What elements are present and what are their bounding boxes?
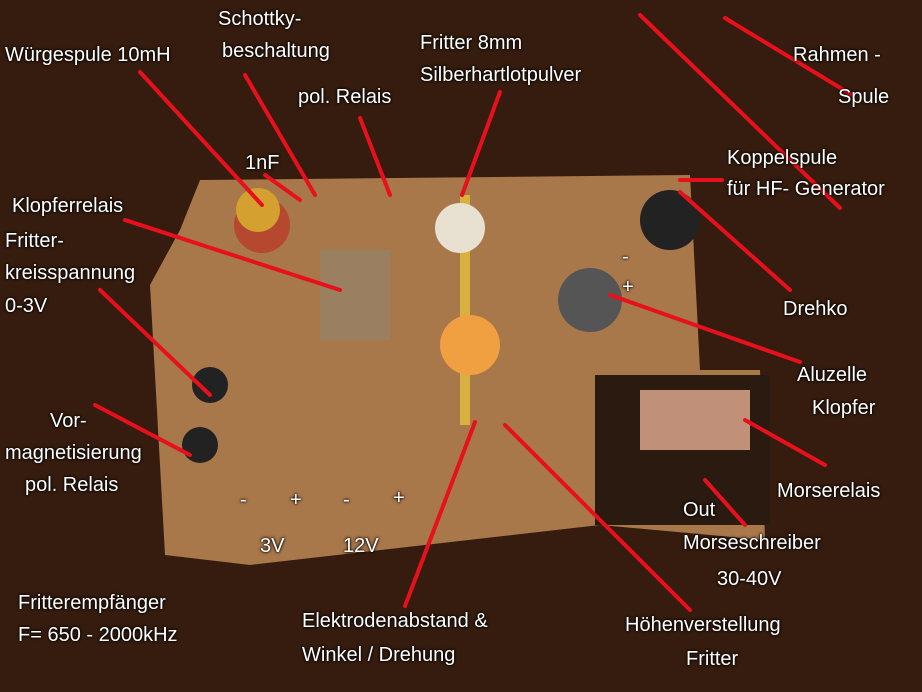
label-aluzelle-2: Klopfer (812, 397, 876, 419)
label-pol-relais: pol. Relais (298, 86, 392, 108)
cell-minus: - (622, 246, 629, 268)
pot-1 (192, 367, 228, 403)
choke-coil-top (236, 188, 280, 232)
label-out: Out (683, 499, 716, 521)
label-aluzelle: Aluzelle (797, 364, 868, 386)
pot-2 (182, 427, 218, 463)
label-vormagnetisierung-3: pol. Relais (25, 474, 119, 496)
label-schottky: Schottky- (218, 8, 302, 30)
annotation-lines (93, 13, 854, 612)
label-rahmen: Rahmen - (793, 44, 881, 66)
terminal-plus-3v: + (290, 489, 302, 511)
title: Fritterempfänger (18, 592, 166, 614)
label-drehko: Drehko (783, 298, 848, 320)
drehko (640, 190, 700, 250)
label-rahmen-2: Spule (838, 86, 890, 108)
label-morseschreiber: Morseschreiber (683, 532, 821, 554)
label-koppelspule-2: für HF- Generator (727, 178, 885, 200)
insulator-top (435, 203, 485, 253)
label-1nf: 1nF (245, 152, 280, 174)
label-fritter-2: Silberhartlotpulver (420, 64, 582, 86)
label-elektrodenabstand-2: Winkel / Drehung (302, 644, 456, 666)
label-schottky-2: beschaltung (222, 40, 330, 62)
label-hoehenverstellung-2: Fritter (686, 648, 739, 670)
terminal-minus-3v: - (240, 489, 247, 511)
terminal-plus-12v: + (393, 487, 405, 509)
label-klopferrelais: Klopferrelais (12, 195, 124, 217)
label-kreisspannung: Fritter- (5, 230, 64, 252)
terminal-minus-12v: - (343, 489, 350, 511)
coherer-bulb (440, 315, 500, 375)
label-hoehenverstellung: Höhenverstellung (625, 614, 781, 636)
label-3v: 3V (260, 535, 285, 557)
frequency: F= 650 - 2000kHz (18, 624, 178, 646)
coherer-tube (460, 195, 470, 425)
cell-plus: + (622, 276, 634, 298)
label-koppelspule: Koppelspule (727, 147, 838, 169)
klopfer-relay (320, 250, 390, 340)
alu-cell (558, 268, 622, 332)
label-morseschreiber-voltage: 30-40V (717, 568, 782, 590)
label-elektrodenabstand: Elektrodenabstand & (302, 610, 488, 632)
label-fritter: Fritter 8mm (420, 32, 523, 54)
morse-relay (640, 390, 750, 450)
label-kreisspannung-3: 0-3V (5, 295, 48, 317)
label-wuergespule: Würgespule 10mH (5, 44, 171, 66)
label-kreisspannung-2: kreisspannung (5, 262, 136, 284)
label-vormagnetisierung-2: magnetisierung (5, 442, 142, 464)
label-vormagnetisierung: Vor- (50, 410, 87, 432)
label-12v: 12V (343, 535, 379, 557)
label-morserelais: Morserelais (777, 480, 881, 502)
